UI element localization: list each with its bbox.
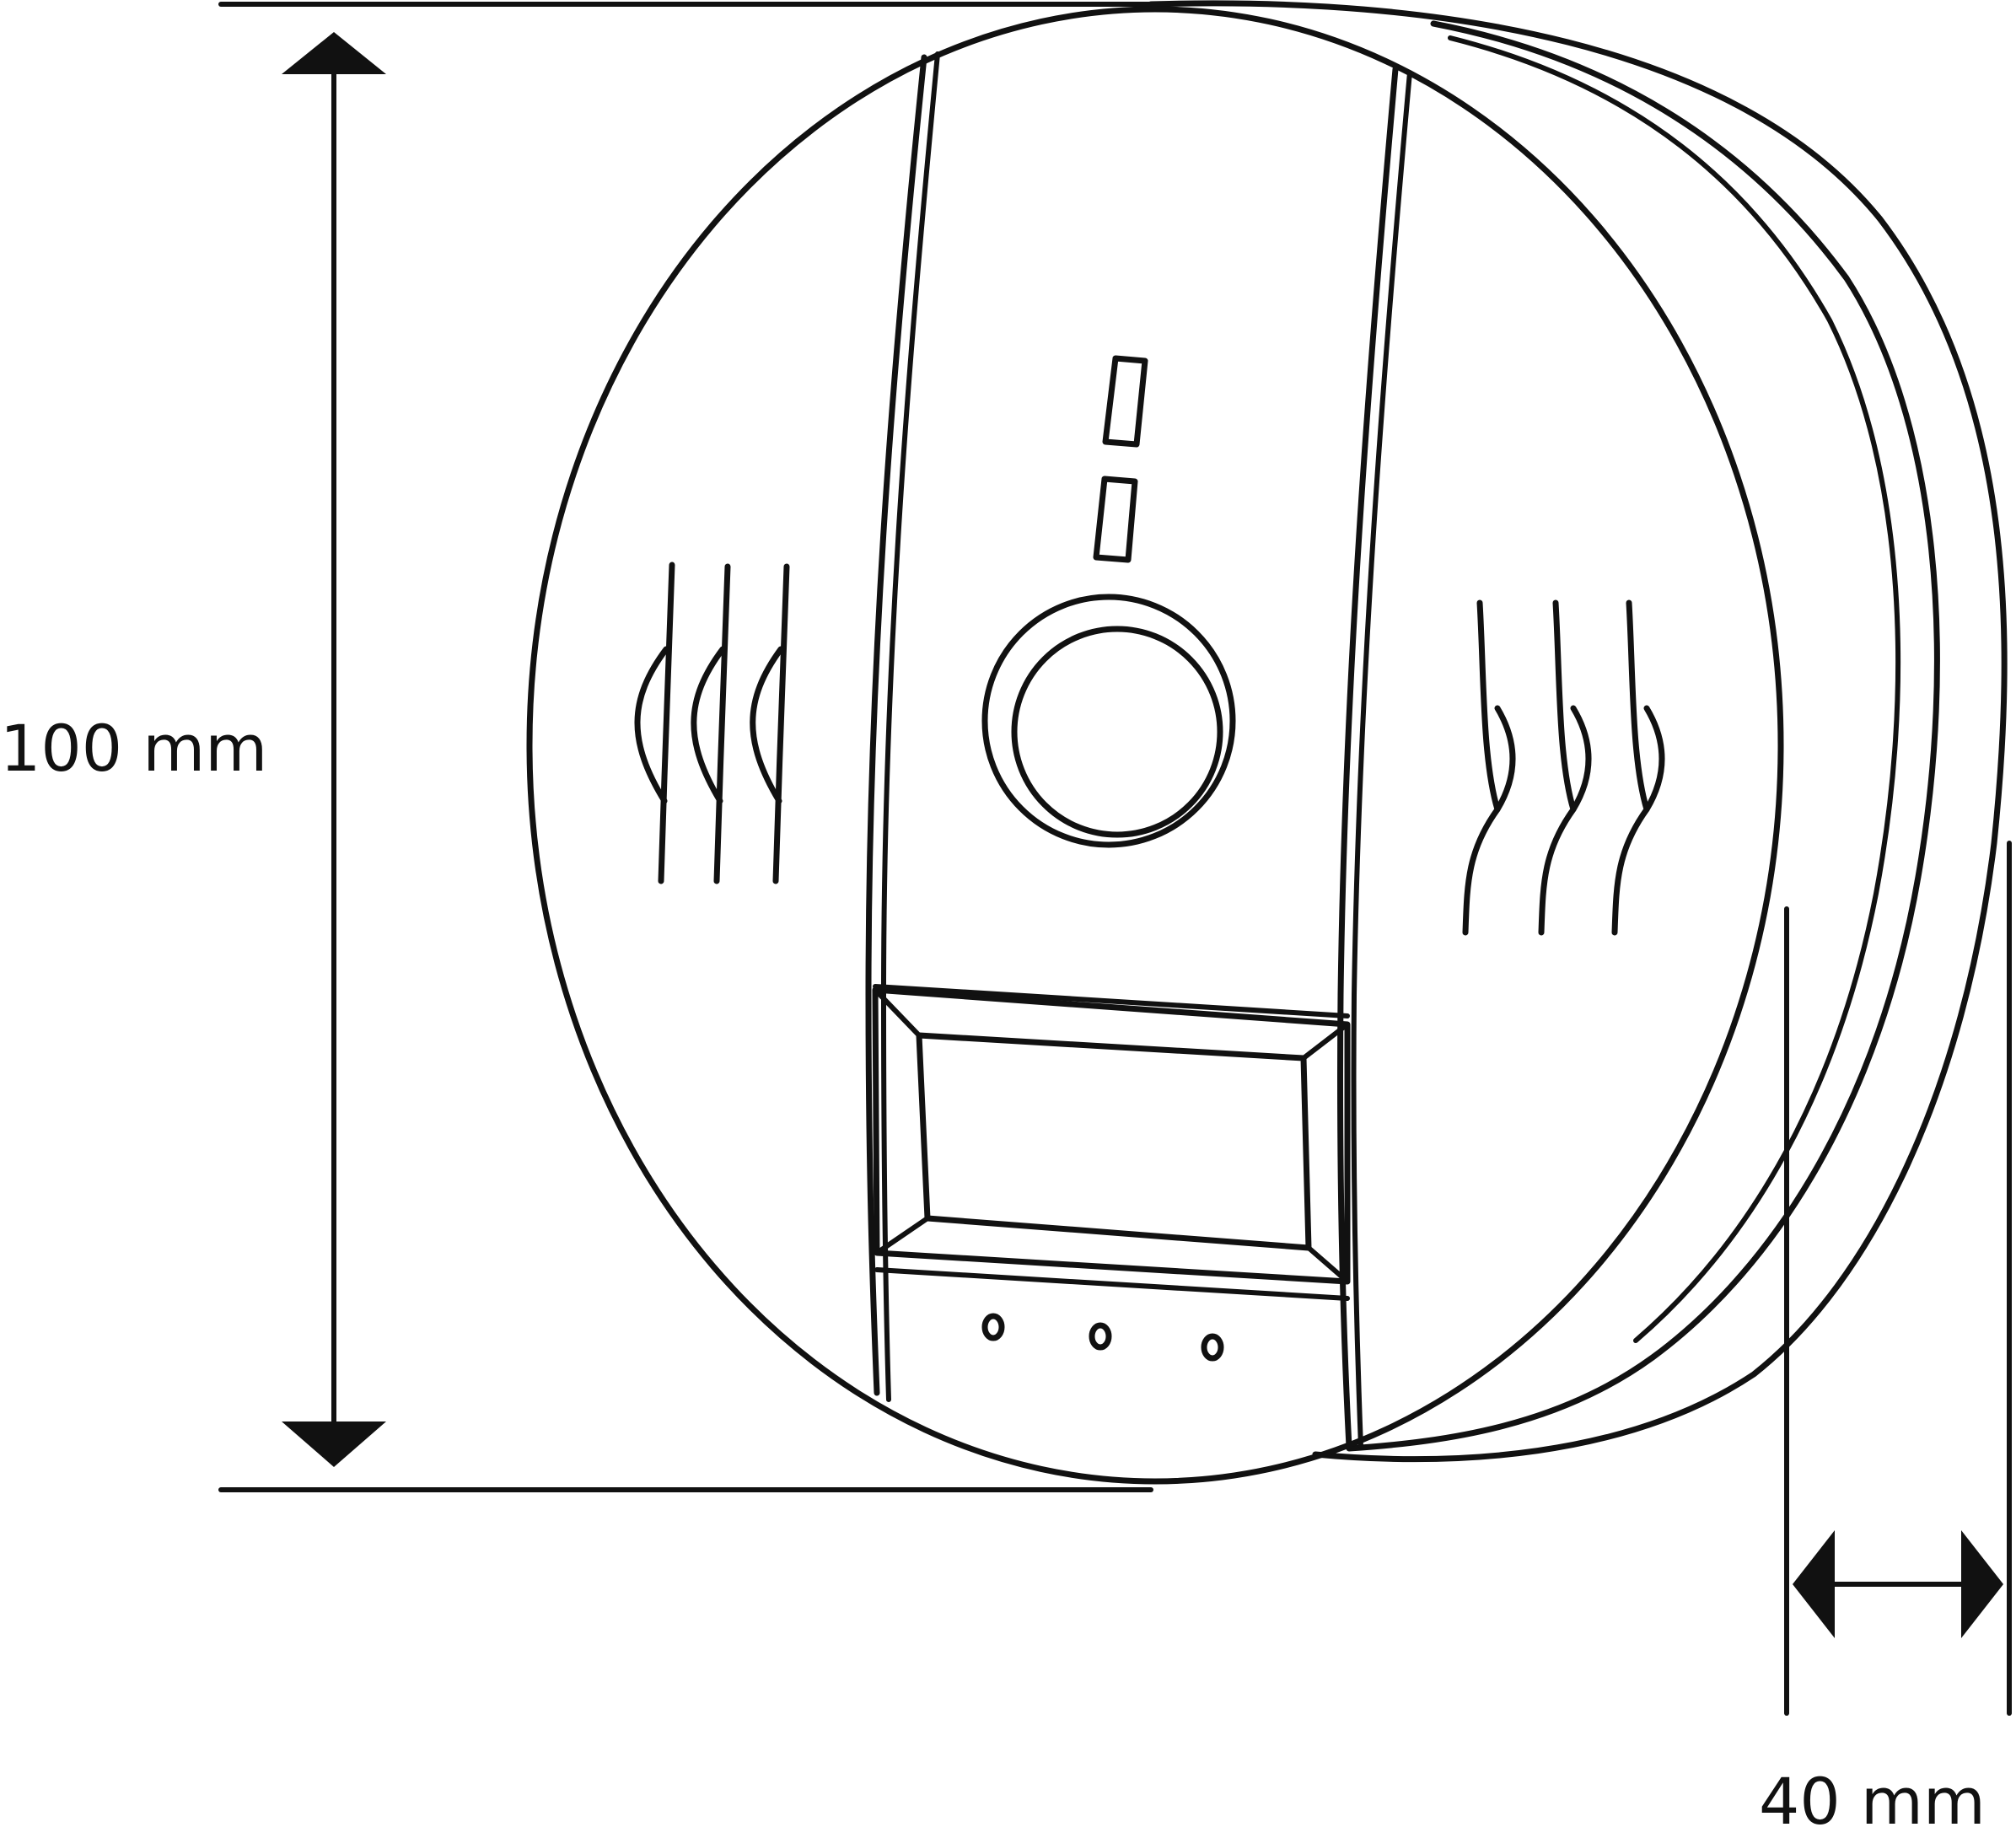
depth-label: 40 mm <box>1759 1764 1986 1838</box>
front-face-outline <box>526 6 1784 1485</box>
round-button-icon <box>981 594 1236 848</box>
sound-waves-icon <box>1462 599 1665 936</box>
rim-middle-edge <box>1346 20 1940 1452</box>
speaker-slot-left-2-bulge <box>691 646 726 804</box>
speaker-slot-right-3 <box>1611 599 1650 936</box>
depth-dimension: 40 mm <box>1759 841 2012 1838</box>
depth-arrow-left <box>1793 1530 1835 1638</box>
speaker-slot-right-1 <box>1462 599 1501 936</box>
sound-waves-icon <box>634 562 790 884</box>
speaker-slot-left-1-bulge <box>634 646 669 804</box>
panel-left-edge-inner <box>881 51 940 1402</box>
speaker-slot-left-3 <box>772 563 790 884</box>
speaker-slot-left-2 <box>713 563 731 884</box>
display-screen <box>916 1032 1312 1251</box>
led-slot-icon <box>1102 355 1148 448</box>
panel-divider-bottom <box>874 1267 1350 1301</box>
detector-body <box>526 0 2008 1485</box>
display-bevel-tl <box>873 987 922 1038</box>
height-arrow-up <box>282 32 386 74</box>
panel-left-edge-outer <box>865 54 927 1396</box>
speaker-slot-right-2-bulge <box>1570 705 1592 813</box>
speaker-slot-right-2 <box>1538 599 1577 936</box>
rim-back-edge <box>1148 0 2008 1463</box>
display-bevel-bl <box>874 1216 930 1255</box>
height-arrow-down <box>282 1421 386 1467</box>
panel-right-edge-inner <box>1351 70 1412 1449</box>
status-hole <box>1089 1322 1112 1351</box>
status-hole <box>1201 1333 1224 1362</box>
display-bezel <box>872 986 1351 1285</box>
display-bevel-tr <box>1301 1022 1350 1061</box>
height-label: 100 mm <box>0 711 267 786</box>
panel-divider-top <box>873 984 1350 1018</box>
led-slot-icon <box>1093 476 1138 563</box>
rim-inner-edge <box>1448 35 1901 1343</box>
depth-arrow-right <box>1961 1530 2003 1638</box>
test-button-outer-ring <box>981 594 1236 848</box>
height-dimension: 100 mm <box>0 2 1153 1492</box>
speaker-slot-left-1 <box>658 562 675 884</box>
status-hole <box>981 1313 1005 1341</box>
speaker-slot-right-1-bulge <box>1494 705 1516 813</box>
lcd-display-icon <box>872 984 1351 1301</box>
speaker-slot-left-3-bulge <box>750 646 784 804</box>
test-button <box>1011 626 1223 838</box>
speaker-slot-right-3-bulge <box>1643 705 1665 813</box>
panel-right-edge-outer <box>1336 66 1399 1450</box>
display-bevel-br <box>1306 1245 1350 1284</box>
